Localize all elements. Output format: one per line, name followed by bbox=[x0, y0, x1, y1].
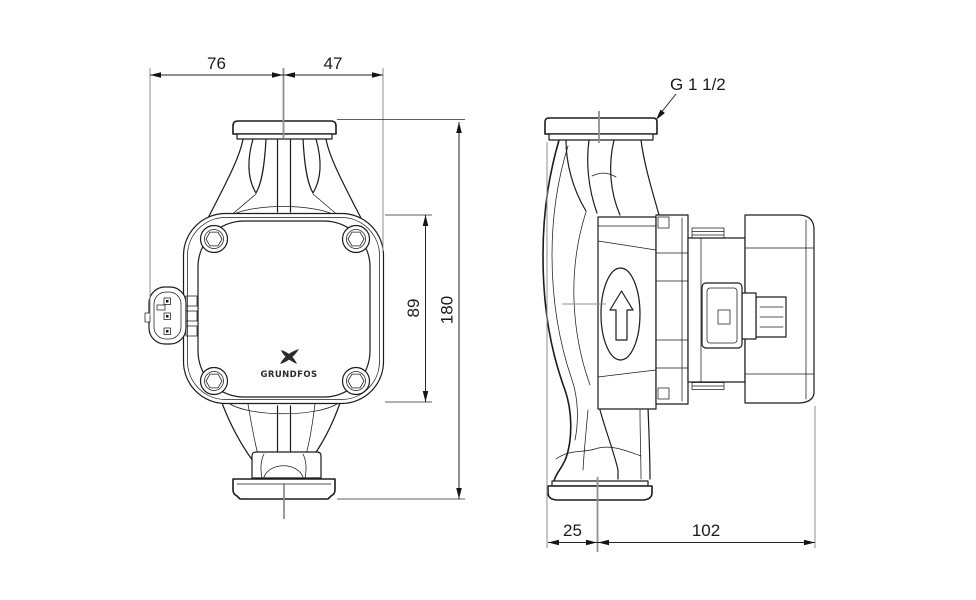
thread-size-label: G 1 1/2 bbox=[670, 75, 726, 94]
flow-direction-arrow-icon bbox=[609, 290, 634, 341]
centerlines bbox=[282, 68, 606, 552]
dim-label-47: 47 bbox=[324, 54, 343, 73]
side-housing bbox=[542, 139, 651, 482]
side-terminal-connector bbox=[701, 282, 787, 349]
side-pump-head bbox=[597, 216, 657, 410]
front-bottom-neck bbox=[221, 402, 341, 479]
side-bottom-flange bbox=[547, 480, 653, 501]
side-top-neck bbox=[565, 139, 660, 216]
corner-screw bbox=[199, 224, 229, 254]
dim-label-76: 76 bbox=[207, 54, 226, 73]
dimension-76-47: 76 47 bbox=[149, 54, 384, 316]
side-view-pump bbox=[542, 117, 815, 501]
dim-label-180: 180 bbox=[438, 296, 457, 324]
power-connector bbox=[144, 286, 198, 345]
dim-label-89: 89 bbox=[404, 299, 423, 318]
side-top-flange bbox=[544, 117, 658, 141]
front-control-box bbox=[182, 212, 385, 405]
front-top-neck bbox=[206, 138, 363, 229]
corner-screw bbox=[341, 224, 371, 254]
dimension-25-102: 25 102 bbox=[546, 142, 816, 548]
logo-text: GRUNDFOS bbox=[261, 370, 318, 380]
front-top-flange bbox=[232, 120, 337, 140]
corner-screw bbox=[341, 366, 371, 396]
front-view-pump: GRUNDFOS bbox=[144, 120, 385, 500]
thread-size-callout: G 1 1/2 bbox=[656, 75, 726, 120]
dim-label-25: 25 bbox=[563, 521, 582, 540]
corner-screws bbox=[199, 224, 371, 396]
grundfos-logo: GRUNDFOS bbox=[261, 349, 318, 380]
connector-pins bbox=[156, 297, 171, 335]
dimensions: 76 47 89 180 25 102 bbox=[149, 54, 816, 548]
connector-tab bbox=[144, 312, 151, 323]
dim-label-102: 102 bbox=[692, 521, 720, 540]
front-foot bbox=[251, 451, 322, 479]
corner-screw bbox=[199, 366, 229, 396]
side-clamp-ring bbox=[655, 214, 689, 405]
dimension-89-180: 89 180 bbox=[337, 119, 465, 500]
